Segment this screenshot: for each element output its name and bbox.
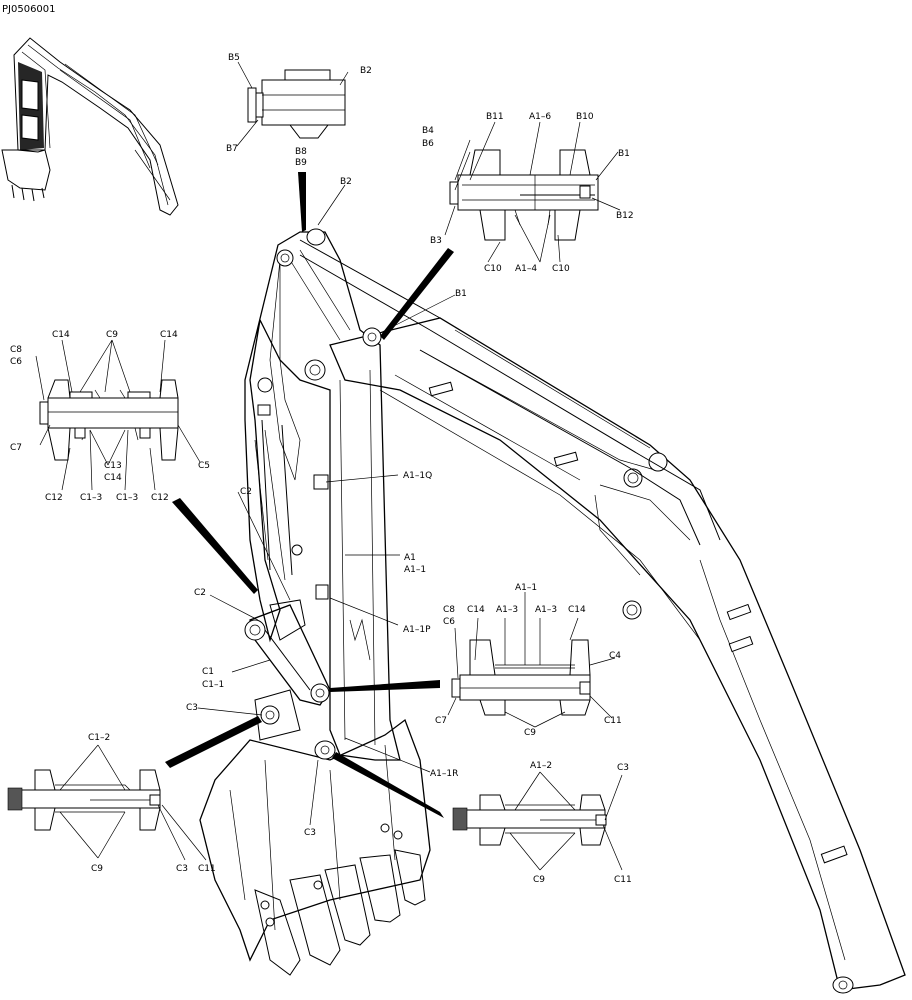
bucket — [199, 718, 431, 976]
label-c4: C4 — [609, 651, 621, 661]
label-b3: B3 — [430, 236, 442, 246]
label-c14-c: C14 — [104, 473, 122, 483]
label-c3-b: C3 — [304, 828, 316, 838]
label-c9-mid: C9 — [524, 728, 536, 738]
label-c1-3-b: C1–3 — [116, 493, 138, 503]
label-b7: B7 — [226, 144, 238, 154]
label-b5: B5 — [228, 53, 240, 63]
detail-b-top — [247, 69, 346, 139]
label-b11: B11 — [486, 112, 504, 122]
label-c5: C5 — [198, 461, 210, 471]
label-b2-top: B2 — [360, 66, 372, 76]
label-a1-1p: A1–1P — [403, 625, 431, 635]
label-b9: B9 — [295, 158, 307, 168]
drawing-code: PJ0506001 — [2, 4, 56, 15]
label-c6-left: C6 — [10, 357, 22, 367]
label-b1-detail: B1 — [618, 149, 630, 159]
label-a1-6: A1–6 — [529, 112, 551, 122]
label-c14-a: C14 — [52, 330, 70, 340]
label-c8-mid: C8 — [443, 605, 455, 615]
detail-b-right — [449, 149, 599, 241]
label-c9-left: C9 — [106, 330, 118, 340]
label-b2-arm: B2 — [340, 177, 352, 187]
label-a1-1-arm: A1–1 — [404, 565, 426, 575]
label-a1-1-detail: A1–1 — [515, 583, 537, 593]
label-b1-arm: B1 — [455, 289, 467, 299]
label-c3-bl: C3 — [176, 864, 188, 874]
label-c11-br: C11 — [614, 875, 632, 885]
label-c8-left: C8 — [10, 345, 22, 355]
label-c10-b: C10 — [552, 264, 570, 274]
label-c9-bl: C9 — [91, 864, 103, 874]
label-c10-a: C10 — [484, 264, 502, 274]
callout-labels: B5 B2 B7 B8 B9 B2 B4 B6 B11 A1–6 B10 B1 … — [10, 53, 634, 885]
label-a1-1q: A1–1Q — [403, 471, 432, 481]
detail-a1-2-bottom — [452, 794, 607, 846]
label-a1-1r: A1–1R — [430, 769, 458, 779]
label-c9-br: C9 — [533, 875, 545, 885]
detail-a1-middle — [451, 639, 591, 716]
label-c11-mid: C11 — [604, 716, 622, 726]
label-c2-a: C2 — [240, 487, 252, 497]
label-c7-left: C7 — [10, 443, 22, 453]
label-c1-1: C1–1 — [202, 680, 224, 690]
detail-c-bottom-left — [7, 769, 161, 831]
detail-c-left — [39, 379, 179, 461]
label-a1-4: A1–4 — [515, 264, 537, 274]
label-b8: B8 — [295, 147, 307, 157]
label-a1-3-b: A1–3 — [535, 605, 557, 615]
thumbnail-excavator — [1, 37, 179, 216]
boom — [329, 317, 906, 994]
label-b10: B10 — [576, 112, 594, 122]
label-c1-3-a: C1–3 — [80, 493, 102, 503]
label-c3-a: C3 — [186, 703, 198, 713]
label-b12: B12 — [616, 211, 634, 221]
leader-wedges — [165, 172, 454, 818]
label-c3-br: C3 — [617, 763, 629, 773]
label-c14-mid-b: C14 — [568, 605, 586, 615]
label-a1: A1 — [404, 553, 416, 563]
arm — [244, 228, 441, 761]
label-c6-mid: C6 — [443, 617, 455, 627]
label-c1-2: C1–2 — [88, 733, 110, 743]
label-c1: C1 — [202, 667, 214, 677]
label-c12-b: C12 — [151, 493, 169, 503]
label-c7-mid: C7 — [435, 716, 447, 726]
leader-lines — [35, 61, 623, 871]
bucket-links — [244, 599, 331, 741]
label-a1-3-a: A1–3 — [496, 605, 518, 615]
label-c11-bl: C11 — [198, 864, 216, 874]
label-c13: C13 — [104, 461, 122, 471]
label-c14-mid-a: C14 — [467, 605, 485, 615]
label-c2-b: C2 — [194, 588, 206, 598]
label-a1-2: A1–2 — [530, 761, 552, 771]
label-b6: B6 — [422, 139, 434, 149]
label-c14-b: C14 — [160, 330, 178, 340]
label-c12-a: C12 — [45, 493, 63, 503]
label-b4: B4 — [422, 126, 434, 136]
